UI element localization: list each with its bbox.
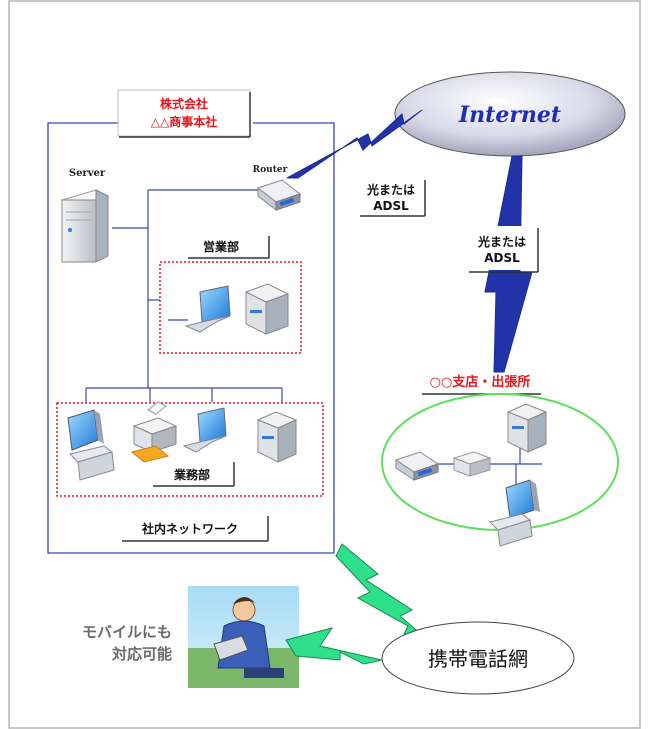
mobile-network-ellipse <box>381 621 575 695</box>
mobile-caption-line2: 対応可能 <box>111 645 172 663</box>
mobile-user-illustration <box>188 586 299 688</box>
internet-label: Internet <box>458 102 561 128</box>
mobile-hq-link-bolt <box>335 543 431 643</box>
mobile-network-label: 携帯電話網 <box>428 647 528 671</box>
server-label: Server <box>69 168 106 179</box>
branch-link-label-box <box>468 226 539 273</box>
hq-link-label-box <box>359 178 426 217</box>
mobile-caption-line1: モバイルにも <box>82 623 172 641</box>
ops-printer-color-icon <box>130 401 178 463</box>
hq-link-label-line1: 光または <box>366 182 415 197</box>
ops-dept-label-box <box>152 462 235 487</box>
ops-printer-icon <box>256 411 298 463</box>
branch-link-label-line2: ADSL <box>484 251 520 265</box>
hq-title-line2: △△商事本社 <box>151 114 217 129</box>
sales-laptop-icon <box>168 285 231 333</box>
router-icon <box>256 179 302 212</box>
sales-printer-icon <box>244 283 290 335</box>
branch-title: ○○支店・出張所 <box>430 374 531 390</box>
router-label: Router <box>253 165 288 175</box>
ops-desktop-icon <box>67 409 115 481</box>
outer-frame <box>8 0 641 729</box>
branch-desktop-icon <box>489 479 540 547</box>
sales-dept-label: 営業部 <box>203 239 239 254</box>
hq-link-label-line2: ADSL <box>373 199 409 213</box>
ops-dept-label: 業務部 <box>173 467 210 482</box>
network-label: 社内ネットワーク <box>141 521 238 536</box>
ops-dept-group <box>56 402 324 497</box>
hq-title-line1: 株式会社 <box>160 96 208 111</box>
hq-internet-link-bolt <box>286 109 423 179</box>
branch-printer-icon <box>506 403 548 453</box>
branch-hub-icon <box>452 451 492 477</box>
mobile-user-link-bolt <box>285 627 383 665</box>
network-label-box <box>122 516 269 542</box>
branch-router-icon <box>394 451 440 481</box>
ops-laptop-icon <box>182 407 227 453</box>
server-icon <box>60 189 110 263</box>
sales-dept-label-box <box>188 236 270 259</box>
hq-boundary <box>47 122 335 554</box>
branch-link-label-line1: 光または <box>477 234 526 249</box>
hq-lan-wiring <box>85 189 283 402</box>
hq-title-box <box>117 89 251 138</box>
internet-cloud <box>394 71 626 157</box>
